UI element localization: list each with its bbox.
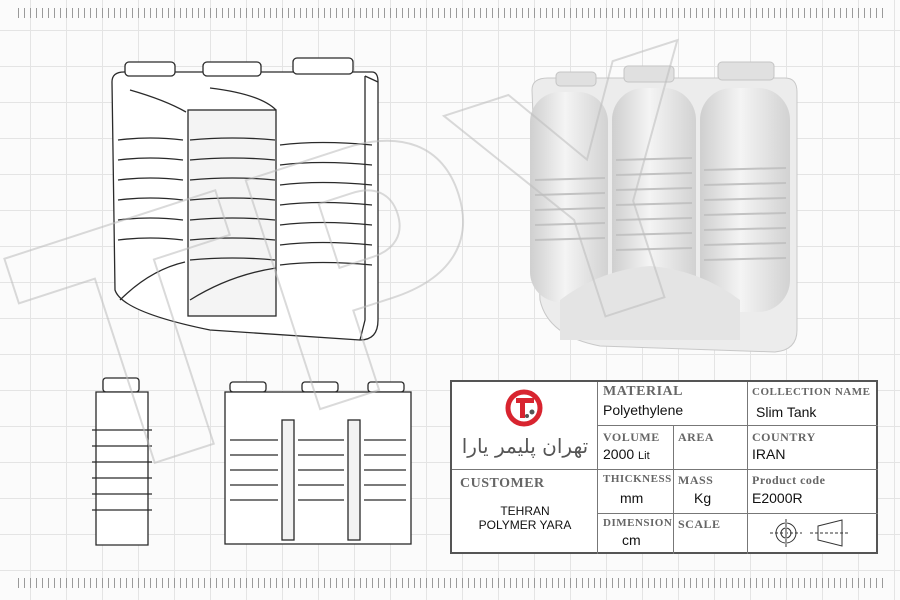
company-name-persian: تهران پلیمر یارا — [461, 434, 589, 458]
collection-name-cell: COLLECTION NAME Slim Tank — [748, 382, 878, 426]
volume-label: VOLUME — [603, 430, 660, 444]
dimension-cell: DIMENSION cm — [598, 514, 674, 554]
logo-cell: تهران پلیمر یارا — [452, 382, 598, 470]
tank-isometric-line-drawing — [111, 57, 379, 341]
top-ruler — [18, 8, 884, 18]
volume-value: 2000 Lit — [603, 446, 650, 462]
product-code-label: Product code — [752, 473, 826, 487]
tank-3d-render — [530, 61, 798, 353]
bottom-ruler — [18, 578, 884, 588]
thickness-label: THICKNESS — [603, 473, 672, 485]
mass-cell: MASS Kg — [674, 470, 748, 514]
volume-number: 2000 — [603, 446, 635, 462]
mass-value: Kg — [694, 490, 712, 506]
customer-label: CUSTOMER — [460, 476, 545, 491]
material-cell: MATERIAL Polyethylene — [598, 382, 748, 426]
area-cell: AREA — [674, 426, 748, 470]
tank-front-view — [224, 381, 412, 545]
thickness-cell: THICKNESS mm — [598, 470, 674, 514]
volume-cell: VOLUME 2000 Lit — [598, 426, 674, 470]
product-code-value: E2000R — [752, 490, 803, 506]
product-code-cell: Product code E2000R — [748, 470, 878, 514]
dimension-value: cm — [622, 532, 641, 548]
material-value: Polyethylene — [603, 402, 684, 418]
scale-label: SCALE — [678, 517, 721, 531]
mass-label: MASS — [678, 473, 714, 487]
dimension-label: DIMENSION — [603, 517, 673, 529]
volume-unit: Lit — [638, 450, 650, 462]
country-label: COUNTRY — [752, 430, 816, 444]
thickness-value: mm — [620, 490, 644, 506]
area-label: AREA — [678, 430, 715, 444]
first-angle-projection-icon — [770, 519, 848, 547]
collection-name-value: Slim Tank — [756, 404, 817, 420]
customer-value: TEHRAN POLYMER YARA — [478, 504, 572, 532]
company-logo-icon — [505, 389, 543, 427]
tank-side-view — [92, 377, 152, 546]
scale-cell: SCALE — [674, 514, 748, 554]
collection-name-label: COLLECTION NAME — [752, 386, 871, 398]
material-label: MATERIAL — [603, 384, 683, 399]
country-value: IRAN — [752, 446, 786, 462]
country-cell: COUNTRY IRAN — [748, 426, 878, 470]
customer-cell: CUSTOMER TEHRAN POLYMER YARA — [452, 470, 598, 554]
projection-symbol-cell — [748, 514, 878, 554]
title-block: تهران پلیمر یارا CUSTOMER TEHRAN POLYMER… — [450, 380, 878, 554]
